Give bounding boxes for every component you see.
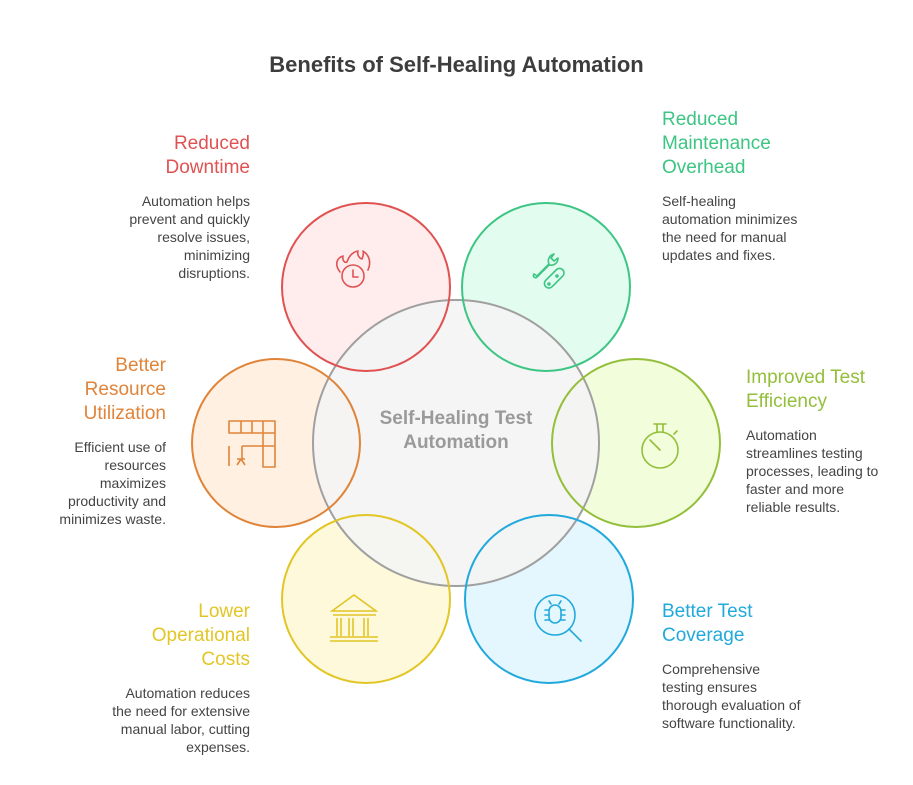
- benefit-description: Automation helps prevent and quickly res…: [129, 193, 250, 281]
- workspace-shelves-icon: [228, 420, 276, 468]
- bug-search-icon: [534, 594, 582, 642]
- benefit-test-efficiency: Improved Test Efficiency Automation stre…: [746, 366, 913, 516]
- benefit-title: Lower Operational Costs: [151, 601, 250, 670]
- circle-center: [312, 299, 600, 587]
- benefit-operational-costs: Lower Operational Costs Automation reduc…: [30, 600, 250, 756]
- center-label: Self-Healing Test Automation: [379, 408, 533, 453]
- benefit-description: Automation streamlines testing processes…: [746, 427, 879, 515]
- benefit-title: Better Resource Utilization: [83, 355, 166, 424]
- benefit-test-coverage: Better Test Coverage Comprehensive testi…: [662, 600, 882, 732]
- benefit-description: Self-healing automation minimizes the ne…: [662, 193, 798, 263]
- diagram-title: Benefits of Self-Healing Automation: [269, 52, 644, 77]
- benefit-description: Comprehensive testing ensures thorough e…: [662, 661, 801, 731]
- circle-test-efficiency: [552, 359, 720, 527]
- bank-icon: [329, 594, 379, 642]
- benefit-title: Reduced Downtime: [165, 133, 250, 178]
- benefit-reduced-maintenance: Reduced Maintenance Overhead Self-healin…: [662, 108, 882, 264]
- fire-clock-icon: [335, 250, 371, 288]
- benefit-title: Better Test Coverage: [662, 601, 753, 646]
- wrench-tool-icon: [532, 253, 565, 289]
- circle-resource-utilization: [192, 359, 360, 527]
- benefit-description: Automation reduces the need for extensiv…: [112, 685, 250, 755]
- benefit-reduced-downtime: Reduced Downtime Automation helps preven…: [30, 132, 250, 282]
- benefit-description: Efficient use of resources maximizes pro…: [59, 439, 166, 527]
- benefit-title: Improved Test Efficiency: [746, 367, 865, 412]
- benefit-title: Reduced Maintenance Overhead: [662, 109, 771, 178]
- benefit-resource-utilization: Better Resource Utilization Efficient us…: [0, 354, 166, 528]
- stopwatch-icon: [641, 423, 679, 469]
